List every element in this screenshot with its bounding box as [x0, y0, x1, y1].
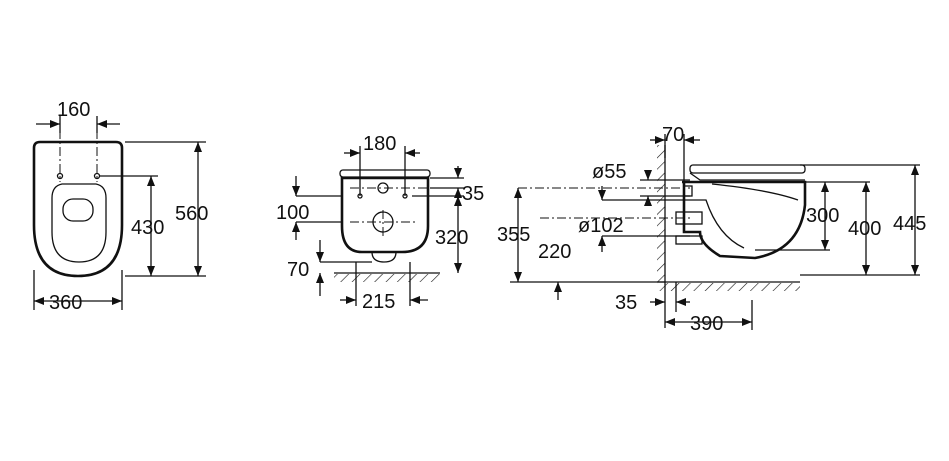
- dim-355: 355: [497, 224, 530, 246]
- side-bowl-outline: [682, 180, 807, 260]
- dim-400: 400: [848, 218, 881, 240]
- front-bowl-outline: [32, 140, 124, 278]
- front-bowl-inner: [51, 183, 107, 263]
- rear-seat-top: [339, 169, 431, 178]
- dim-390: 390: [690, 313, 723, 335]
- front-view: 160 360 430 560: [32, 99, 208, 314]
- dim-430: 430: [131, 217, 164, 239]
- rear-bowl-outline: [340, 176, 430, 254]
- dim-70-rear: 70: [287, 259, 309, 281]
- dim-180: 180: [363, 133, 396, 155]
- dim-445: 445: [893, 213, 926, 235]
- dim-35-side: 35: [615, 292, 637, 314]
- side-seat: [689, 164, 806, 174]
- rear-inlet-circle: [372, 211, 394, 233]
- dim-100: 100: [276, 202, 309, 224]
- front-seat-cutout: [62, 198, 94, 222]
- side-floor-hatch: [657, 283, 800, 291]
- dim-320: 320: [435, 227, 468, 249]
- side-view: 70 ø55 ø102 355 220: [497, 124, 926, 335]
- dim-70-side: 70: [662, 124, 684, 146]
- dim-560: 560: [175, 203, 208, 225]
- rear-outlet: [371, 251, 397, 263]
- dim-35-rear: 35: [462, 183, 484, 205]
- dim-220: 220: [538, 241, 571, 263]
- side-wall-hatch: [657, 145, 665, 282]
- dim-215: 215: [362, 291, 395, 313]
- dim-o55: ø55: [592, 161, 626, 183]
- dim-o102: ø102: [578, 215, 624, 237]
- dim-360: 360: [49, 292, 82, 314]
- rear-floor-hatch: [334, 274, 440, 282]
- rear-view: 180 215 100 70 35 32: [276, 133, 484, 313]
- dim-300: 300: [806, 205, 839, 227]
- dim-160: 160: [57, 99, 90, 121]
